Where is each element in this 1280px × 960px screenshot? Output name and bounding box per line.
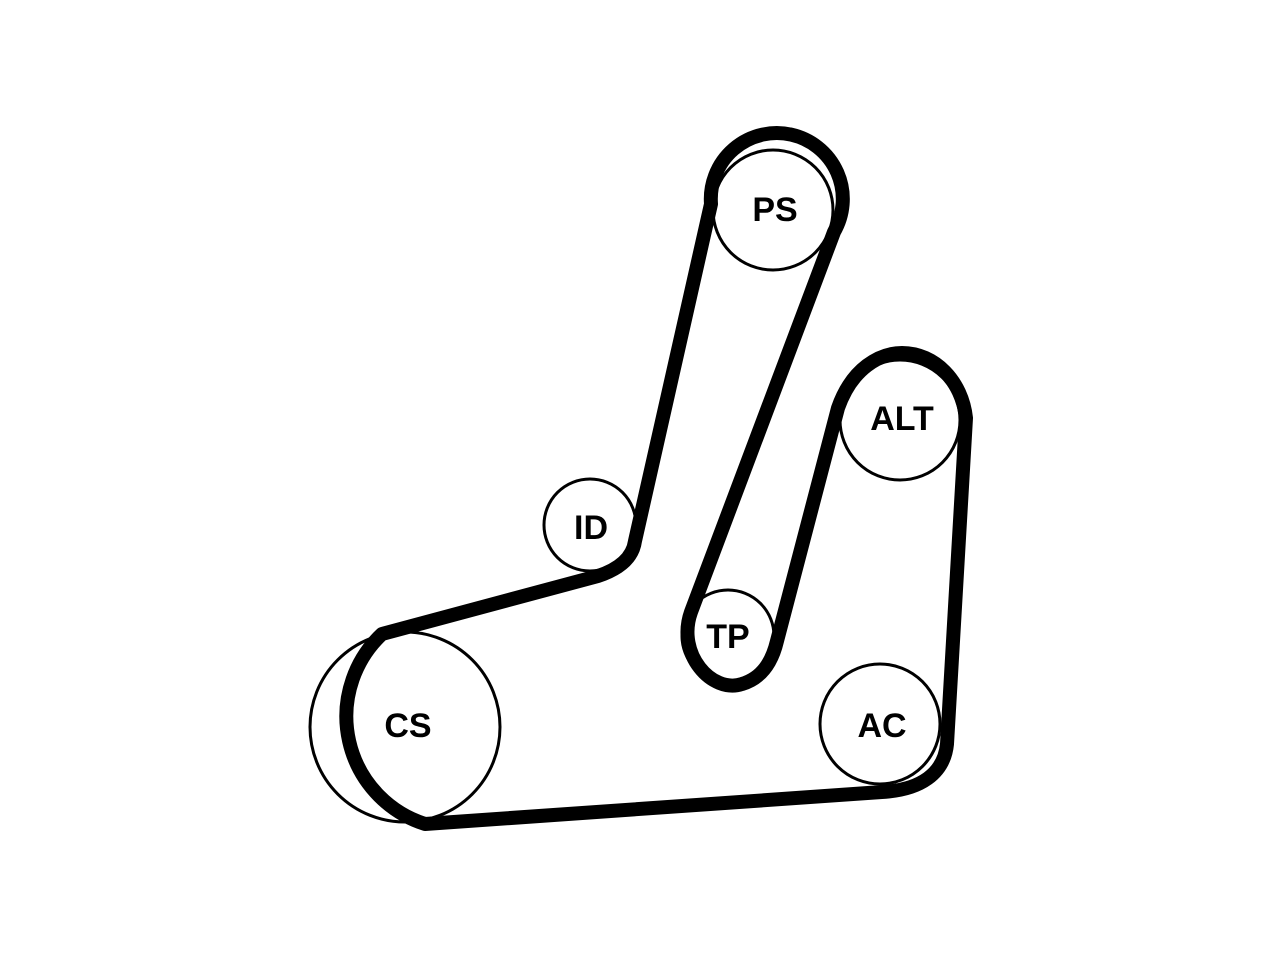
drive-belt bbox=[339, 126, 973, 831]
pulley-cs: CS bbox=[308, 630, 502, 824]
pulley-alt-label: ALT bbox=[870, 400, 934, 438]
pulley-id-label: ID bbox=[574, 509, 608, 547]
pulley-ac: AC bbox=[818, 662, 942, 786]
pulley-ps: PS bbox=[711, 148, 835, 272]
pulley-tp-label: TP bbox=[706, 618, 749, 656]
pulley-tp: TP bbox=[680, 588, 776, 684]
pulley-cs-label: CS bbox=[384, 707, 431, 745]
pulley-ac-circle bbox=[818, 662, 942, 786]
pulley-ps-label: PS bbox=[752, 191, 797, 229]
pulley-ac-label: AC bbox=[857, 707, 906, 745]
